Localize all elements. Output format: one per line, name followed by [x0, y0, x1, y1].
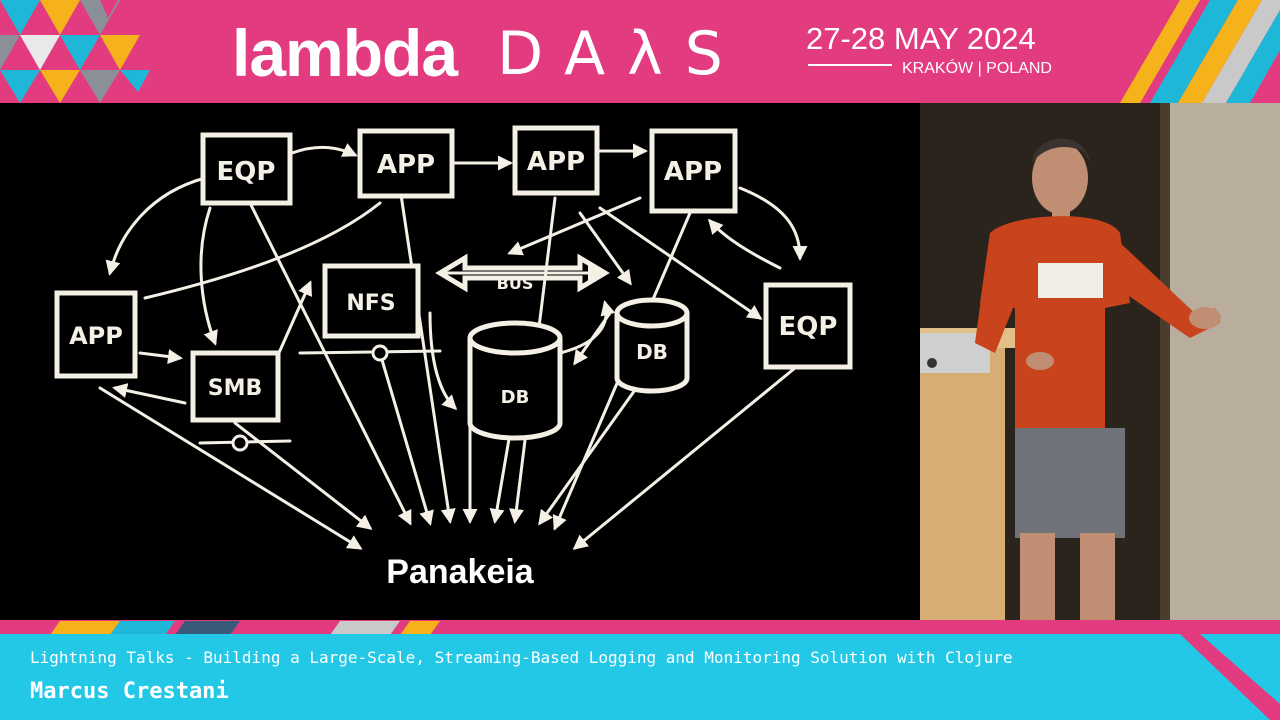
edge: [708, 218, 782, 270]
lower-third: [0, 634, 1280, 720]
edge: [598, 206, 763, 320]
node-box: [649, 128, 738, 214]
edge: [558, 300, 616, 355]
edge: [538, 381, 642, 526]
node-label: EQP: [779, 312, 838, 342]
edge: [507, 196, 642, 256]
edge: [105, 176, 207, 276]
edge: [378, 351, 434, 526]
db-cylinder: [614, 297, 690, 394]
edge: [199, 206, 218, 346]
speaker-video-frame: [920, 103, 1280, 620]
edge: [489, 431, 512, 524]
footer-stripes-decoration: [50, 621, 1280, 635]
talk-title: Lightning Talks - Building a Large-Scale…: [30, 648, 1013, 667]
edge: [738, 186, 808, 261]
node-label: NFS: [346, 291, 395, 316]
footer-stripe-bar: [0, 620, 1280, 635]
architecture-diagram: EQP APP APP APP APP NFS BUS DB EQP SMB D…: [54, 125, 853, 550]
node-label: EQP: [217, 157, 276, 187]
junction: [371, 344, 389, 362]
edge: [112, 383, 187, 405]
junction: [231, 434, 249, 452]
node-box: [512, 125, 600, 196]
lectern: [920, 328, 1005, 620]
logo-days-text: DAλS: [497, 19, 745, 89]
edge: [138, 349, 183, 364]
footer-corner-stripes: [1180, 634, 1280, 720]
event-location: KRAKÓW | POLAND: [902, 60, 1052, 77]
edge: [298, 349, 442, 355]
banner-decoration: [0, 0, 1280, 103]
node-box: [200, 132, 293, 206]
node-label: APP: [527, 147, 585, 177]
node-label: APP: [69, 322, 123, 350]
node-label: SMB: [208, 376, 263, 401]
panakeia-label: Panakeia: [386, 553, 534, 591]
edge: [398, 186, 456, 524]
edge: [428, 311, 458, 411]
node-label: APP: [664, 157, 722, 187]
edge: [248, 201, 412, 526]
edge: [572, 366, 797, 550]
edge: [578, 211, 632, 286]
stone-wall: [1170, 103, 1280, 620]
node-box: [54, 290, 138, 379]
edge: [143, 201, 382, 300]
event-date: 27-28 MAY 2024: [806, 21, 1036, 56]
event-banner: lambda DAλS 27-28 MAY 2024 KRAKÓW | POLA…: [0, 0, 1280, 103]
node-label: BUS: [497, 274, 534, 293]
db-cylinder: [467, 320, 563, 441]
date-divider: [808, 64, 892, 66]
node-label: DB: [501, 387, 530, 408]
node-label: DB: [636, 340, 668, 364]
node-box: [190, 350, 281, 423]
edge: [98, 386, 363, 550]
node-box: [763, 282, 853, 370]
bus-arrow: [435, 253, 610, 293]
presentation-slide: EQP APP APP APP APP NFS BUS DB EQP SMB D…: [0, 103, 920, 620]
node-label: APP: [377, 150, 435, 180]
left-triangle-motif: [0, 0, 150, 103]
speaker-name: Marcus Crestani: [30, 679, 229, 704]
speaker-figure: [975, 138, 1221, 620]
right-stripes: [1120, 0, 1280, 103]
edge: [290, 143, 358, 157]
speaker-camera-feed: [920, 103, 1280, 620]
node-box: [322, 263, 421, 339]
logo-lambda-text: lambda: [232, 16, 458, 90]
node-box: [357, 128, 455, 199]
